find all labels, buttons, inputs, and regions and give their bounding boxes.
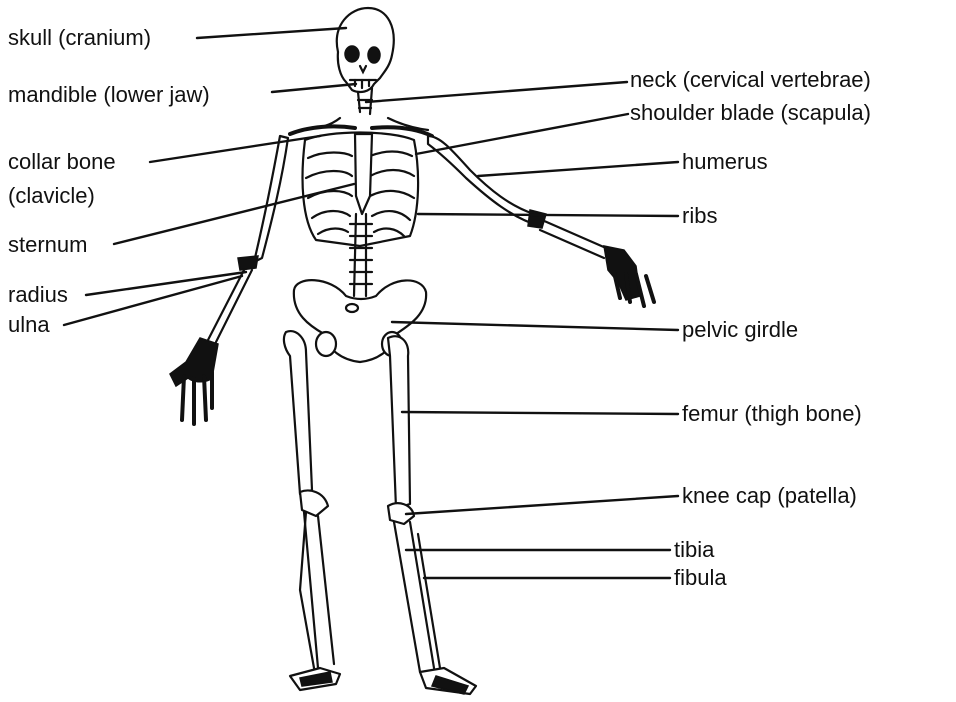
label-fibula: fibula [674,565,727,591]
label-tibia: tibia [674,537,714,563]
label-mandible: mandible (lower jaw) [8,82,210,108]
leader-humerus [478,162,678,176]
leader-scapula [416,114,628,154]
leader-ribs [418,214,678,216]
label-ulna: ulna [8,312,50,338]
right-leg [284,331,340,690]
label-ribs: ribs [682,203,717,229]
left-arm [428,136,654,306]
label-skull: skull (cranium) [8,25,151,51]
left-leg [388,336,476,694]
leader-mandible [272,84,356,92]
leader-skull [197,28,346,38]
leader-collar [150,136,320,162]
label-collar-bone: collar bone [8,149,116,175]
label-knee-cap: knee cap (patella) [682,483,857,509]
label-humerus: humerus [682,149,768,175]
skull [337,8,394,92]
label-scapula: shoulder blade (scapula) [630,100,871,126]
label-sternum: sternum [8,232,87,258]
leader-pelvic [392,322,678,330]
leader-neck [366,82,627,102]
leader-ulna [64,276,242,325]
label-radius: radius [8,282,68,308]
leader-femur [402,412,678,414]
label-neck: neck (cervical vertebrae) [630,67,871,93]
label-femur: femur (thigh bone) [682,401,862,427]
label-pelvic-girdle: pelvic girdle [682,317,798,343]
leader-kneecap [406,496,678,514]
leader-radius [86,272,246,295]
label-clavicle: (clavicle) [8,183,95,209]
